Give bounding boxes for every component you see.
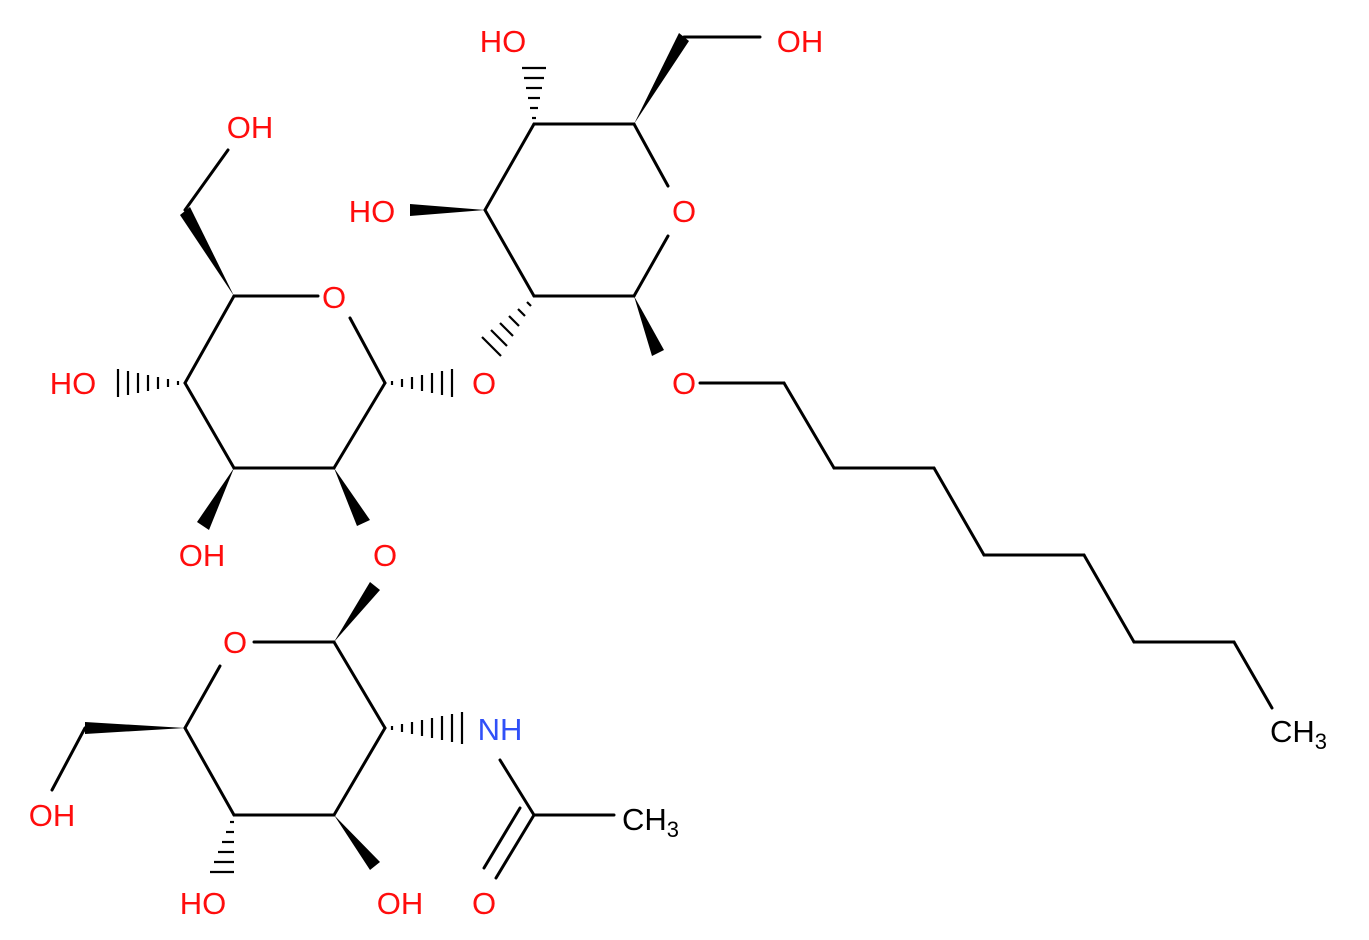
wedge-bond: [334, 582, 380, 642]
methyl-ch-text: CH: [622, 802, 667, 837]
bond: [183, 294, 236, 385]
wedge-bond: [634, 296, 664, 356]
wedge-bond: [180, 207, 234, 296]
wedge-bond: [634, 33, 689, 124]
bond: [494, 813, 536, 880]
bond: [482, 806, 522, 870]
carbonyl-oxygen-label: O: [472, 886, 496, 921]
bond: [782, 381, 836, 470]
hydroxyl-label: HO: [480, 24, 527, 59]
hydroxyl-label: OH: [377, 886, 424, 921]
hashed-bond: [390, 712, 464, 744]
wedge-bond: [85, 722, 185, 734]
hashed-bond: [522, 66, 546, 120]
ring-oxygen-label: O: [322, 280, 346, 315]
bonds: [50, 35, 1274, 880]
terminal-methyl-subscript: 3: [1315, 729, 1327, 754]
bond: [1082, 553, 1136, 644]
bond: [498, 758, 536, 817]
wedge-bond: [334, 468, 370, 526]
atom-labels: HO OH HO O O O OH O HO OH O O NH CH3 O O…: [29, 24, 1327, 921]
ether-oxygen-label: O: [672, 366, 696, 401]
hydroxyl-label: OH: [227, 110, 274, 145]
amide-nitrogen-label: NH: [478, 712, 523, 747]
hydroxyl-label: HO: [349, 194, 396, 229]
wedge-bond: [197, 468, 234, 530]
hydroxyl-label: OH: [179, 538, 226, 573]
ring-oxygen-label: O: [672, 194, 696, 229]
wedge-bond: [410, 204, 485, 216]
bond: [332, 640, 387, 730]
bond: [332, 381, 387, 470]
hashed-bond: [390, 369, 454, 397]
glycosidic-oxygen-label: O: [373, 538, 397, 573]
bond: [332, 726, 387, 817]
terminal-methyl-label: CH3: [1270, 714, 1327, 754]
wedge-bond: [334, 815, 380, 870]
bond: [632, 234, 670, 298]
bond: [1232, 640, 1274, 710]
glycosidic-oxygen-label: O: [472, 366, 496, 401]
methyl-subscript: 3: [667, 817, 679, 842]
bond: [483, 122, 536, 212]
hashed-bond: [116, 369, 180, 397]
hydroxyl-label: OH: [29, 798, 76, 833]
bond: [348, 316, 387, 385]
bond: [632, 122, 670, 188]
hydroxyl-label: HO: [50, 366, 97, 401]
bond: [183, 664, 222, 730]
hashed-bond: [481, 301, 532, 357]
hashed-bonds: [116, 66, 546, 874]
bond: [932, 466, 986, 557]
bond: [483, 208, 536, 298]
bond: [183, 726, 236, 817]
bond: [50, 726, 87, 792]
hashed-bond: [210, 820, 234, 874]
wedge-bonds: [85, 33, 689, 870]
terminal-methyl-ch-text: CH: [1270, 714, 1315, 749]
bond: [183, 148, 230, 212]
bond: [183, 381, 236, 470]
hydroxyl-label: OH: [777, 24, 824, 59]
methyl-label: CH3: [622, 802, 679, 842]
hydroxyl-label: HO: [180, 886, 227, 921]
ring-oxygen-label: O: [223, 625, 247, 660]
